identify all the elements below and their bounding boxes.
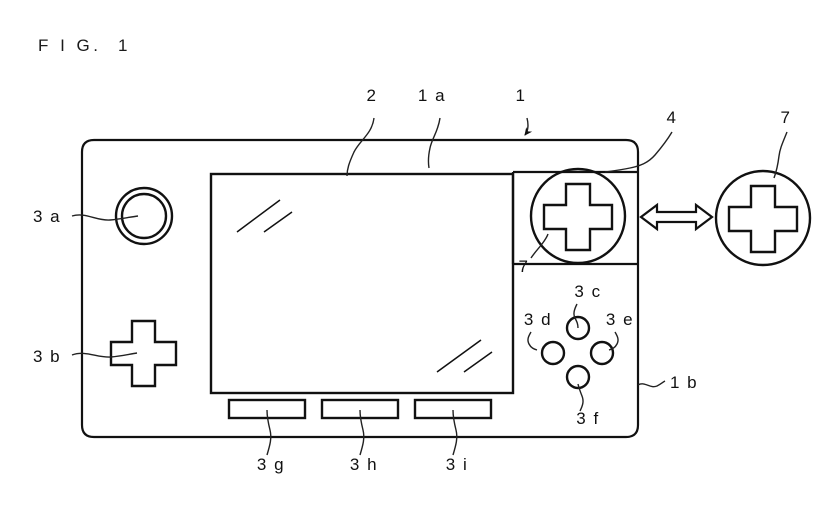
leader-line-3e bbox=[608, 331, 619, 351]
dpad-unit-installed-ring bbox=[529, 167, 627, 265]
callout-7-installed: 7 bbox=[519, 257, 530, 276]
leader-line-3c bbox=[573, 303, 579, 329]
leader-line-4 bbox=[604, 131, 673, 173]
callout-1a: 1 a bbox=[418, 86, 446, 105]
leader-line-2 bbox=[346, 117, 375, 177]
callout-3e: 3 e bbox=[606, 310, 634, 329]
analog-stick-inner-ring bbox=[120, 192, 168, 240]
callout-1b: 1 b bbox=[670, 373, 698, 392]
screen-shine-mark bbox=[263, 211, 293, 233]
screen-shine-mark bbox=[236, 199, 281, 233]
leader-line-3f bbox=[577, 383, 584, 412]
leader-line-3b bbox=[71, 352, 138, 358]
cross-key-left bbox=[109, 319, 178, 388]
callout-3b: 3 b bbox=[33, 347, 61, 366]
dpad-unit-installed-cross bbox=[542, 182, 614, 252]
analog-stick-outer-ring bbox=[114, 186, 174, 246]
screen-shine-mark bbox=[463, 351, 493, 373]
swap-double-arrow-icon bbox=[639, 202, 714, 232]
leader-line-1b bbox=[637, 380, 666, 388]
callout-3i: 3 i bbox=[446, 455, 468, 474]
callout-3a: 3 a bbox=[33, 207, 61, 226]
callout-3c: 3 c bbox=[574, 282, 601, 301]
face-button-3c bbox=[565, 315, 591, 341]
leader-line-3i bbox=[452, 409, 458, 456]
dpad-unit-detached-cross bbox=[727, 184, 799, 254]
callout-2: 2 bbox=[367, 86, 378, 105]
device-body-outline bbox=[80, 138, 640, 439]
display-screen bbox=[209, 172, 515, 395]
leader-line-7-detached bbox=[773, 131, 788, 179]
figure-caption: F I G. 1 bbox=[38, 36, 131, 55]
leader-line-3d bbox=[527, 331, 538, 351]
callout-4: 4 bbox=[667, 108, 678, 127]
face-button-3d bbox=[540, 340, 566, 366]
callout-7-detached: 7 bbox=[781, 108, 792, 127]
leader-line-1 bbox=[524, 117, 533, 136]
callout-3g: 3 g bbox=[257, 455, 285, 474]
leader-line-3a bbox=[71, 214, 139, 221]
leader-line-3h bbox=[359, 409, 365, 456]
face-button-3f bbox=[565, 364, 591, 390]
leader-line-3g bbox=[266, 409, 272, 456]
callout-1: 1 bbox=[516, 86, 527, 105]
dpad-unit-detached-ring bbox=[714, 169, 812, 267]
leader-line-1a bbox=[427, 117, 441, 169]
face-button-3e bbox=[589, 340, 615, 366]
screen-shine-mark bbox=[436, 339, 482, 373]
callout-3f: 3 f bbox=[576, 409, 599, 428]
leader-line-7-installed bbox=[530, 233, 549, 259]
callout-3d: 3 d bbox=[524, 310, 552, 329]
callout-3h: 3 h bbox=[350, 455, 378, 474]
